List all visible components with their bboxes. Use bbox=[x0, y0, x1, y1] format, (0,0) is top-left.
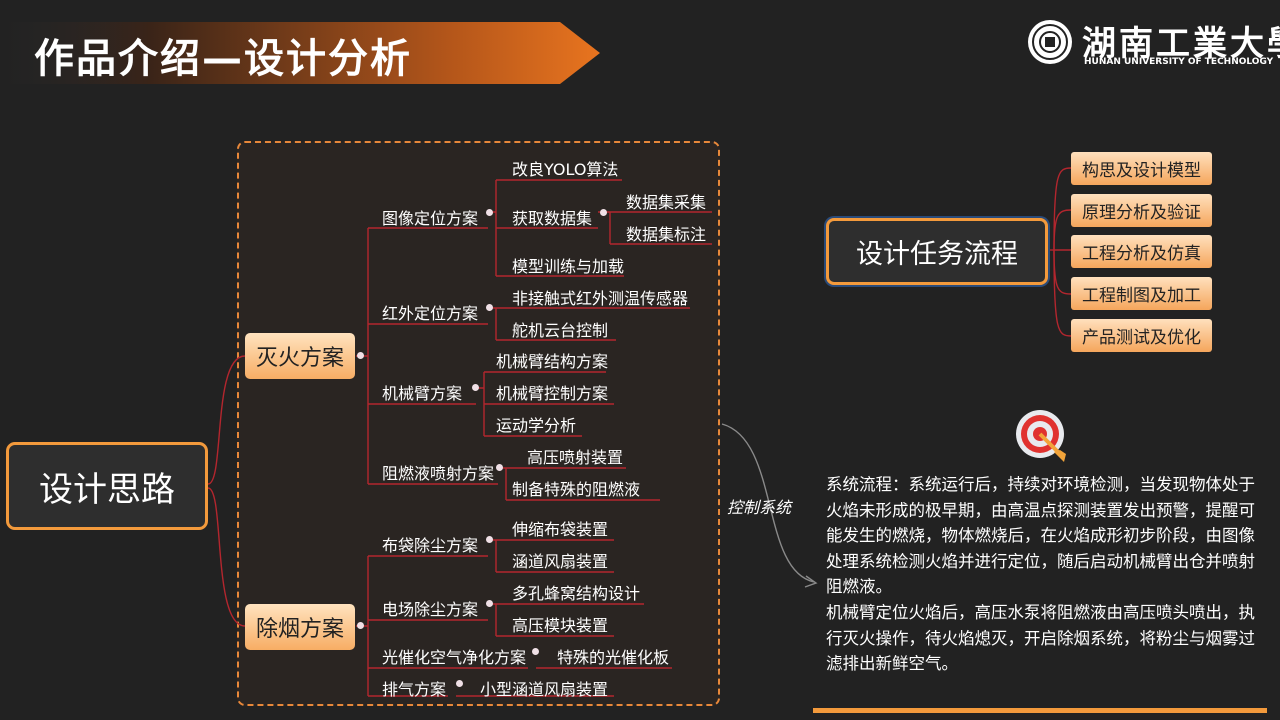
node-arm-control: 机械臂控制方案 bbox=[496, 384, 609, 403]
flow-step-1: 构思及设计模型 bbox=[1071, 152, 1212, 185]
node-dataset-collection: 数据集采集 bbox=[626, 193, 707, 212]
node-get-dataset: 获取数据集 bbox=[512, 209, 593, 228]
node-dot bbox=[486, 209, 493, 216]
node-dot bbox=[486, 600, 493, 607]
node-retardant-spray: 阻燃液喷射方案 bbox=[382, 464, 495, 483]
node-infrared-positioning: 红外定位方案 bbox=[382, 304, 479, 323]
node-robotic-arm: 机械臂方案 bbox=[382, 384, 463, 403]
node-photocatalytic: 光催化空气净化方案 bbox=[382, 648, 527, 667]
control-system-label: 控制系统 bbox=[727, 498, 792, 517]
node-dot bbox=[496, 464, 503, 471]
node-telescopic-bag: 伸缩布袋装置 bbox=[512, 520, 609, 539]
node-dot bbox=[486, 304, 493, 311]
node-kinematics: 运动学分析 bbox=[496, 416, 577, 435]
description-paragraph-2: 机械臂定位火焰后，高压水泵将阻燃液由高压喷头喷出，执行灭火操作，待火焰熄灭，开启… bbox=[826, 602, 1255, 674]
mindmap-root: 设计思路 bbox=[6, 442, 208, 530]
node-improved-yolo: 改良YOLO算法 bbox=[512, 160, 619, 179]
flow-step-3: 工程分析及仿真 bbox=[1071, 235, 1212, 268]
node-electric-dust-removal: 电场除尘方案 bbox=[382, 600, 479, 619]
node-small-ducted-fan: 小型涵道风扇装置 bbox=[480, 680, 609, 699]
system-description: 系统流程：系统运行后，持续对环境检测，当发现物体处于火焰未形成的极早期，由高温点… bbox=[826, 472, 1260, 677]
branch-fire-extinguishing: 灭火方案 bbox=[245, 333, 355, 379]
node-arm-structure: 机械臂结构方案 bbox=[496, 352, 609, 371]
node-bag-dust-removal: 布袋除尘方案 bbox=[382, 536, 479, 555]
university-name-en: HUNAN UNIVERSITY OF TECHNOLOGY bbox=[1084, 57, 1274, 67]
title-banner bbox=[0, 22, 600, 84]
node-special-retardant: 制备特殊的阻燃液 bbox=[512, 480, 641, 499]
flow-step-5: 产品测试及优化 bbox=[1071, 319, 1212, 352]
node-dot bbox=[456, 680, 463, 687]
node-hv-module: 高压模块装置 bbox=[512, 616, 609, 635]
node-photocatalytic-plate: 特殊的光催化板 bbox=[557, 648, 670, 667]
university-seal-icon bbox=[1028, 20, 1072, 64]
branch-smoke-removal: 除烟方案 bbox=[245, 604, 355, 650]
node-dot bbox=[357, 622, 364, 629]
node-servo-gimbal: 舵机云台控制 bbox=[512, 321, 609, 340]
node-honeycomb: 多孔蜂窝结构设计 bbox=[512, 584, 641, 603]
node-exhaust: 排气方案 bbox=[382, 680, 447, 699]
node-dataset-labeling: 数据集标注 bbox=[626, 225, 707, 244]
bottom-accent-bar bbox=[813, 708, 1267, 713]
node-dot bbox=[472, 384, 479, 391]
node-image-positioning: 图像定位方案 bbox=[382, 209, 479, 228]
flow-title: 设计任务流程 bbox=[826, 218, 1048, 285]
node-ducted-fan: 涵道风扇装置 bbox=[512, 552, 609, 571]
node-high-pressure-spray: 高压喷射装置 bbox=[527, 448, 624, 467]
node-model-training: 模型训练与加载 bbox=[512, 257, 625, 276]
target-icon bbox=[1016, 410, 1066, 462]
description-paragraph-1: 系统流程：系统运行后，持续对环境检测，当发现物体处于火焰未形成的极早期，由高温点… bbox=[826, 475, 1255, 597]
flow-step-2: 原理分析及验证 bbox=[1071, 194, 1212, 227]
node-dot bbox=[486, 536, 493, 543]
node-dot bbox=[532, 648, 539, 655]
university-name-cn: 湖南工業大學 bbox=[1082, 24, 1280, 64]
flow-step-4: 工程制图及加工 bbox=[1071, 277, 1212, 310]
node-dot bbox=[600, 209, 607, 216]
node-ir-sensor: 非接触式红外测温传感器 bbox=[512, 289, 689, 308]
node-dot bbox=[357, 352, 364, 359]
page-title: 作品介绍—设计分析 bbox=[34, 36, 412, 82]
